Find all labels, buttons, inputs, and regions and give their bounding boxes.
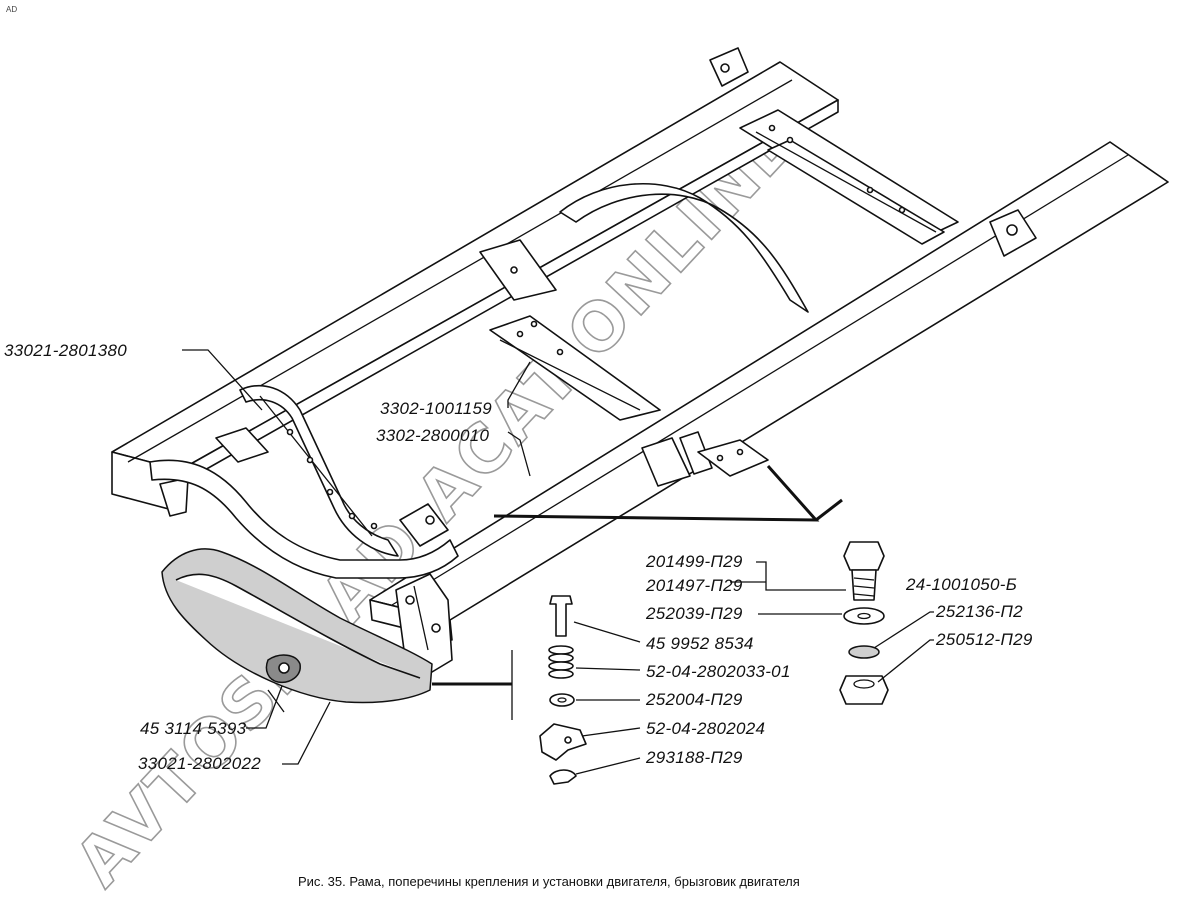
label-293188-p29: 293188-П29	[645, 748, 743, 767]
label-201499-p29: 201499-П29	[645, 552, 743, 571]
bolt-hex	[843, 541, 885, 571]
label-252136-p2: 252136-П2	[935, 602, 1023, 621]
plate	[539, 723, 587, 761]
clip	[549, 769, 577, 785]
frame-assembly	[111, 47, 1169, 673]
fastener-stack-right	[839, 541, 889, 705]
rear-cross-member	[739, 109, 959, 245]
label-45-9952-8534: 45 9952 8534	[646, 634, 754, 653]
side-pad	[697, 439, 769, 477]
part-labels: 33021-2801380 3302-1001159 3302-2800010 …	[4, 341, 1033, 773]
front-cross-member	[149, 385, 459, 579]
spring-washer	[848, 645, 880, 659]
fastener-stack-left	[539, 595, 587, 785]
label-201497-p29: 201497-П29	[645, 576, 743, 595]
label-3302-2800010: 3302-2800010	[376, 426, 490, 445]
middle-cross-member	[479, 183, 809, 421]
label-252004-p29: 252004-П29	[645, 690, 743, 709]
label-33021-2802022: 33021-2802022	[138, 754, 261, 773]
corner-mark: AD	[6, 5, 17, 14]
washer	[549, 693, 575, 707]
washer-flat	[843, 607, 885, 625]
label-250512-p29: 250512-П29	[935, 630, 1033, 649]
label-3302-1001159: 3302-1001159	[380, 399, 492, 418]
label-33021-2801380: 33021-2801380	[4, 341, 127, 360]
leader-lines	[182, 349, 934, 775]
label-45-3114-5393: 45 3114 5393	[140, 719, 247, 738]
label-52-04-2802024: 52-04-2802024	[646, 719, 765, 738]
figure-caption: Рис. 35. Рама, поперечины крепления и ус…	[298, 874, 800, 889]
nut	[839, 675, 889, 705]
engine-splash-guard	[161, 548, 433, 713]
label-52-04-2802033-01: 52-04-2802033-01	[646, 662, 791, 681]
spring	[548, 645, 574, 679]
front-right-bracket	[395, 573, 453, 673]
bolt	[549, 595, 573, 637]
label-24-1001050-b: 24-1001050-Б	[905, 575, 1017, 594]
label-252039-p29: 252039-П29	[645, 604, 743, 623]
